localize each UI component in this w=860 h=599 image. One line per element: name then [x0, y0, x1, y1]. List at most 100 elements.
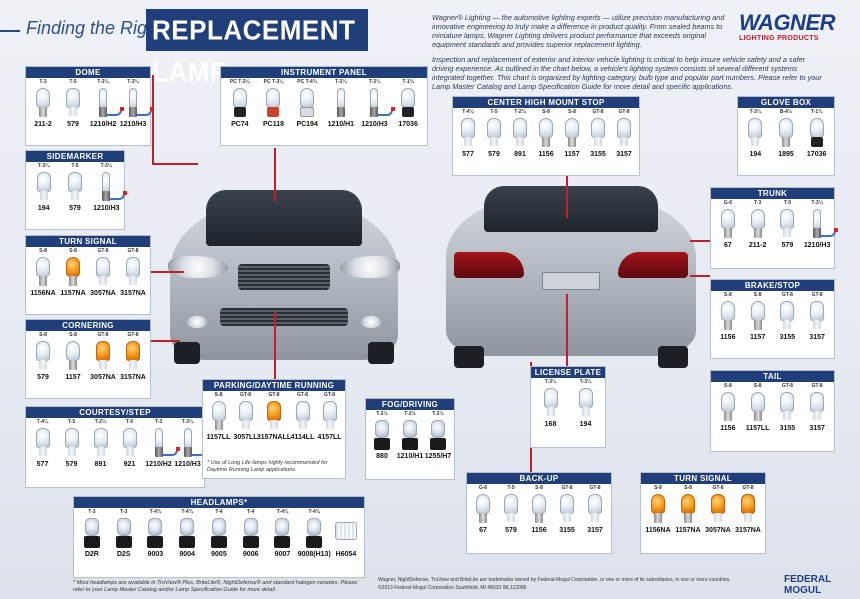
part-number: 891	[514, 151, 526, 158]
part-number: 891	[94, 461, 107, 468]
bulb-image	[613, 116, 635, 150]
panel-title: FOG/DRIVING	[366, 399, 454, 410]
bulb-image	[457, 116, 479, 150]
bulb-image	[33, 170, 55, 204]
bulb-type: T-4¾	[149, 509, 162, 515]
part-number: 1895	[778, 151, 794, 158]
bulb-item: H6054	[331, 509, 361, 576]
part-number: 1157LL	[745, 425, 770, 432]
part-number: 194	[749, 151, 762, 158]
panel-title: COURTESY/STEP	[26, 407, 204, 418]
bulb-image	[177, 426, 209, 460]
part-number: 1156NA	[645, 527, 671, 534]
bulb-type: S-8	[723, 292, 732, 298]
bulb-image	[806, 207, 839, 241]
bulb-image	[717, 299, 739, 333]
bulb-type: GT-8	[811, 292, 823, 298]
bulb-type: GT-8	[97, 248, 109, 254]
bulb-image	[584, 492, 606, 526]
bulb-image	[61, 426, 83, 460]
bulb-type: GT-8	[239, 392, 252, 398]
part-number: 1157	[65, 374, 81, 381]
intro-paragraph-2: Inspection and replacement of exterior a…	[432, 55, 822, 91]
panel-title: INSTRUMENT PANEL	[221, 67, 427, 78]
bulb-image	[292, 399, 314, 433]
bulb-type: T-3¼	[368, 79, 381, 85]
panel-title: TURN SIGNAL	[641, 473, 765, 484]
bulb-image	[737, 492, 759, 526]
headlamp-footnote: * Most headlamps are available in TruVie…	[73, 580, 358, 593]
bulb-image	[262, 86, 284, 120]
bulb-type: PC T-4¾	[297, 79, 317, 85]
bulb-item: GT-8 3157	[802, 292, 832, 357]
bulb-image	[113, 516, 135, 550]
bulb-image	[776, 207, 798, 241]
bulb-type: PC T-3¼	[263, 79, 284, 85]
bulb-type: S-8	[214, 392, 223, 398]
part-number: D2R	[84, 551, 99, 558]
part-number: 3157	[809, 334, 825, 341]
part-number: 1210/H3	[174, 461, 201, 468]
bulb-image	[122, 86, 154, 120]
part-number: 3057NA	[90, 290, 116, 297]
bulb-type: GT-8	[781, 292, 793, 298]
part-number: 1210/H2	[145, 461, 172, 468]
rear-car-illustration	[430, 180, 712, 370]
part-number: 3057NA	[90, 374, 116, 381]
connector-line	[274, 312, 276, 380]
bulb-type: S-8	[568, 109, 576, 115]
bulb-type: S-8	[542, 109, 550, 115]
panel-title: SIDEMARKER	[26, 151, 124, 162]
part-number: PC194	[296, 121, 318, 128]
bulb-type: S-8	[723, 383, 732, 389]
bulb-image	[575, 386, 597, 420]
panel-title: LICENSE PLATE	[531, 367, 605, 378]
part-number: 9008(H13)	[297, 551, 331, 558]
bulb-type: T-2¼	[514, 109, 526, 115]
part-number: 3157	[587, 527, 603, 534]
bulb-image	[399, 418, 421, 452]
bulb-type: T-3	[120, 509, 128, 515]
bulb-type: T-5	[71, 163, 79, 169]
part-number: 1210/H3	[803, 242, 831, 249]
bulb-image	[81, 516, 103, 550]
bulb-image	[806, 390, 828, 424]
bulb-image	[229, 86, 251, 120]
bulb-image	[776, 390, 798, 424]
legal-copyright: ©2013 Federal-Mogul Corporation Southfie…	[378, 585, 527, 591]
part-number: 1210/H3	[119, 121, 147, 128]
federal-mogul-logo: FEDERAL MOGUL	[784, 574, 831, 596]
part-number: 1157	[750, 334, 766, 341]
part-number: 67	[723, 242, 732, 249]
part-number: 1156	[720, 334, 736, 341]
intro-paragraph-1: Wagner® Lighting — the automotive lighti…	[432, 13, 725, 49]
bulb-type: B-4½	[779, 109, 793, 115]
bulb-type: GT-8	[268, 392, 280, 398]
bulb-type: T-4¾	[276, 509, 289, 515]
bulb-image	[235, 399, 257, 433]
